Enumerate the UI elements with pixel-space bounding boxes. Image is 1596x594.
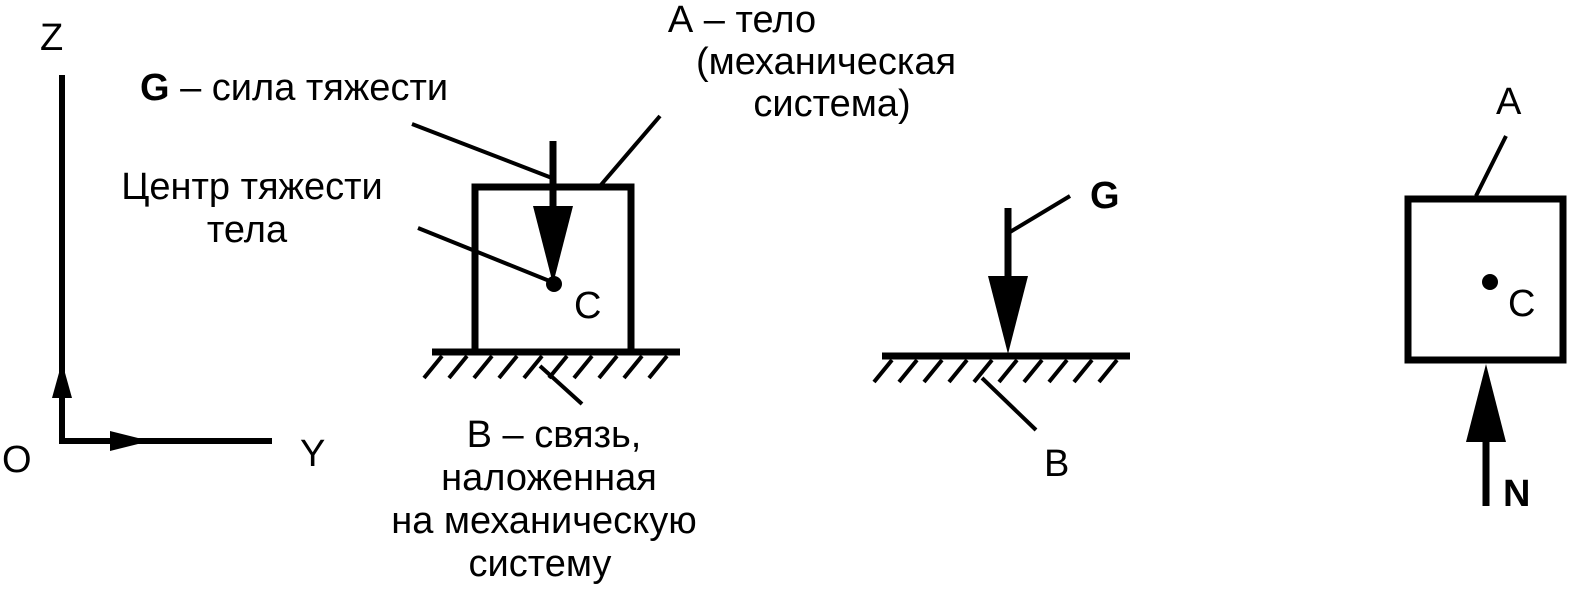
center-of-gravity-point-3 <box>1482 274 1498 290</box>
constraint-label-2: B <box>1044 443 1069 485</box>
body-label-line3: система) <box>753 83 910 125</box>
constraint-leader-line-2 <box>980 376 1038 432</box>
normal-force-label: N <box>1503 473 1530 515</box>
constraint-leader-line <box>538 364 584 406</box>
coordinate-axes <box>59 75 272 444</box>
gravity-vector-arrowhead-2 <box>988 276 1028 354</box>
constraint-hatching <box>872 358 1119 384</box>
z-axis-arrowhead <box>52 362 72 398</box>
center-point-label: C <box>574 285 601 327</box>
body-leader-line <box>598 114 662 188</box>
gravity-leader-line-2 <box>1008 194 1072 234</box>
body-label-line1: А – тело <box>668 0 816 41</box>
body-label-line2: (механическая <box>696 41 956 83</box>
y-axis-arrowhead <box>110 431 150 451</box>
body-a-box-3 <box>1404 195 1567 364</box>
center-label-line1: Центр тяжести <box>121 166 383 208</box>
center-point-label-3: C <box>1508 283 1535 325</box>
normal-force-arrowhead <box>1466 364 1506 442</box>
center-of-gravity-point <box>546 276 562 292</box>
constraint-label-line4: систему <box>469 543 612 585</box>
center-leader-line <box>417 226 553 284</box>
body-leader-line-3 <box>1474 135 1508 197</box>
center-label-line2: тела <box>207 209 288 251</box>
gravity-leader-line <box>411 122 553 180</box>
constraint-label-line1: В – связь, <box>467 414 642 456</box>
gravity-symbol: G <box>140 67 170 109</box>
panel-2: G B <box>872 175 1130 485</box>
panel-1: G – сила тяжести А – тело (механическая … <box>121 0 956 585</box>
gravity-symbol-2: G <box>1090 175 1120 217</box>
support-hatching <box>422 354 669 380</box>
gravity-label: G – сила тяжести <box>140 67 448 109</box>
body-label-3: A <box>1496 81 1522 123</box>
gravity-vector-arrowhead <box>533 206 573 284</box>
panel-3: A C N <box>1404 81 1567 515</box>
origin-label: O <box>2 439 32 481</box>
y-axis-label: Y <box>300 433 325 475</box>
z-axis-label: Z <box>40 17 63 59</box>
constraint-label-line2: наложенная <box>441 457 657 499</box>
constraint-label-line3: на механическую <box>391 500 697 542</box>
gravity-text: – сила тяжести <box>170 67 449 109</box>
